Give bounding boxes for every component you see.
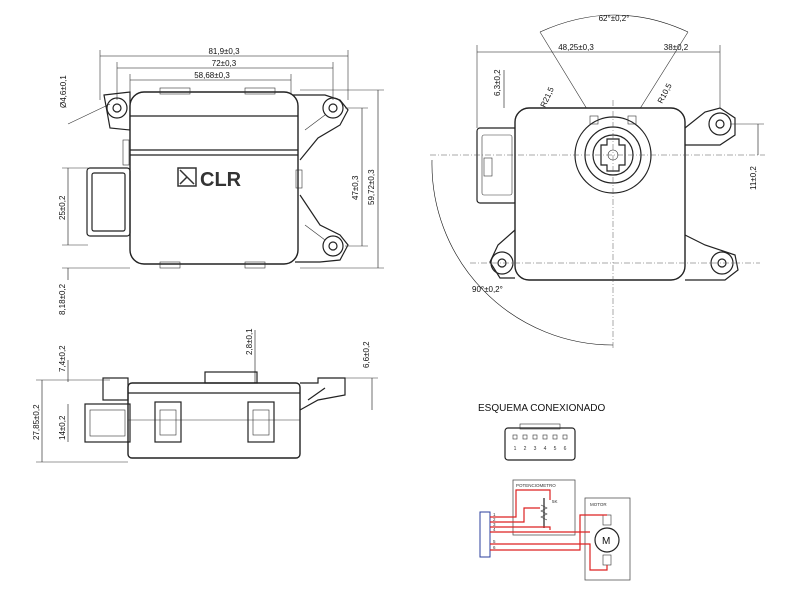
dim-side-step: 2,8±0,1: [245, 328, 254, 355]
dim-width-overall: 81,9±0,3: [208, 47, 240, 56]
dim-side-height-overall: 27,85±0,2: [32, 404, 41, 440]
front-view: 62°±0,2° 48,25±0,3 38±0,2 6,3±0,2 R21,5 …: [430, 14, 765, 350]
motor-box: [584, 497, 631, 581]
dim-width-holes: 72±0,3: [212, 59, 237, 68]
dim-width-body: 58,68±0,3: [194, 71, 230, 80]
header-pin-label: 2: [493, 517, 496, 522]
wires: [490, 489, 608, 571]
dim-height-connector: 25±0,2: [58, 195, 67, 220]
dim-radius-right: R10,5: [656, 81, 674, 105]
header-pin-label: 4: [493, 527, 496, 532]
header-pin-label: 3: [493, 522, 496, 527]
dim-dist-left: 48,25±0,3: [558, 43, 594, 52]
motor-symbol: [594, 527, 620, 553]
dim-offset-top: 6,3±0,2: [493, 69, 502, 96]
dim-angle-rotation: 90°±0,2°: [472, 285, 503, 294]
dim-radius-left: R21,5: [539, 85, 556, 109]
clr-logo: CLR: [177, 167, 242, 191]
header-pin-label: 5: [493, 539, 496, 544]
connector-pins: 1 2 3 4 5 6: [512, 434, 568, 452]
wiring-title: ESQUEMA CONEXIONADO: [478, 403, 605, 414]
motor-symbol-text: M: [602, 536, 610, 547]
potentiometer-label: POTENCIOMETRO: [516, 483, 556, 488]
dim-side-height-top: 7,4±0,2: [58, 345, 67, 372]
dim-height-overall: 59,72±0,3: [367, 169, 376, 205]
dim-hole-dia: Ø4,6±0,1: [59, 75, 68, 108]
dim-side-height-connector: 14±0,2: [58, 415, 67, 440]
connector-pin-label: 2: [524, 446, 527, 452]
dim-dist-right: 38±0,2: [664, 43, 689, 52]
potentiometer-box: [512, 479, 576, 536]
wire-header: [479, 511, 491, 558]
connector-pin-label: 5: [554, 446, 557, 452]
connector-pin-label: 6: [564, 446, 567, 452]
connector-pin: [512, 434, 518, 440]
logo-text: CLR: [200, 169, 242, 191]
dim-height-body: 47±0,3: [351, 175, 360, 200]
connector-pin: [532, 434, 538, 440]
header-pin-label: 6: [493, 545, 496, 550]
connector-pin: [562, 434, 568, 440]
dim-side-tab-height: 6,6±0,2: [362, 341, 371, 368]
connector-pin: [522, 434, 528, 440]
resistor-value: 5K: [552, 499, 558, 504]
dim-height-right: 11±0,2: [749, 166, 758, 190]
connector-face: [504, 427, 576, 461]
connector-pin-label: 3: [534, 446, 537, 452]
dim-offset-bottom: 8,18±0,2: [58, 283, 67, 315]
connector-pin-label: 1: [514, 446, 517, 452]
side-view: 27,85±0,2 7,4±0,2 14±0,2 2,8±0,1 6,6±0,2: [32, 328, 378, 463]
connector-pin: [542, 434, 548, 440]
top-view: 81,9±0,3 72±0,3 58,68±0,3 Ø4,6±0,1: [58, 47, 384, 315]
connector-pin-label: 4: [544, 446, 547, 452]
connector-pin: [552, 434, 558, 440]
header-pin-label: 1: [493, 512, 496, 517]
dim-angle-top: 62°±0,2°: [599, 14, 630, 23]
motor-label: MOTOR: [590, 502, 607, 507]
